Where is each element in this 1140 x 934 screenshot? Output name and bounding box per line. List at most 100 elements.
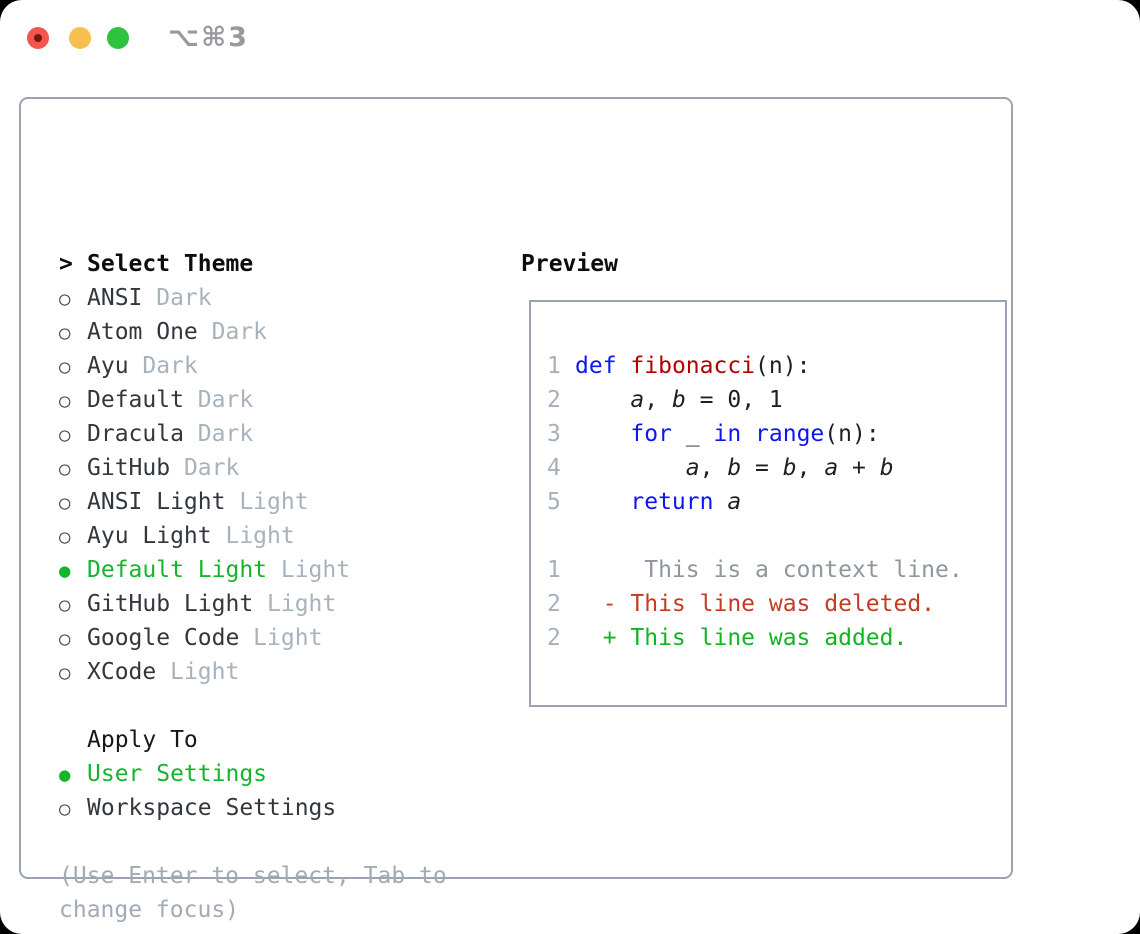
theme-option[interactable]: ○ XCode Light [59,655,499,689]
theme-variant-tag: Light [211,523,295,549]
code-token [575,489,630,515]
theme-option-label: ANSI Light [87,489,226,515]
spacer-row [59,825,499,859]
code-token: range [755,421,825,447]
theme-option[interactable]: ○Atom One Dark [59,315,499,349]
radio-unselected-icon: ○ [59,356,71,378]
code-token [617,353,631,379]
theme-option[interactable]: ○GitHub Dark [59,451,499,485]
theme-option[interactable]: ○ Ayu Light Light [59,519,499,553]
code-token: (n): [755,353,811,379]
code-token: , [699,455,728,481]
theme-variant-tag: Dark [183,421,254,447]
apply-to-option-label: User Settings [87,761,268,787]
theme-variant-tag: Light [253,591,337,617]
theme-option[interactable]: ● Default Light Light [59,553,499,587]
theme-option-label: Default Light [87,557,268,583]
apply-to-option[interactable]: ●User Settings [59,757,499,791]
theme-option-label: GitHub [87,455,171,481]
code-token: (n): [824,421,880,447]
code-token: b [782,455,797,481]
theme-option-label: Dracula [87,421,184,447]
theme-variant-tag: Dark [128,353,198,379]
radio-selected-icon: ● [59,560,71,582]
line-number: 1 [547,353,561,379]
theme-variant-tag: Light [239,625,323,651]
code-token [575,421,630,447]
code-token: + This line was added. [575,625,908,651]
radio-unselected-icon: ○ [59,662,71,684]
theme-option[interactable]: ○GitHub Light Light [59,587,499,621]
code-token: b [727,455,742,481]
preview-heading: Preview [521,251,618,277]
theme-picker-panel: >Select Theme ○ANSI Dark○Atom One Dark○A… [19,97,1013,923]
hint-text-line2: change focus) [59,897,240,923]
code-token: - This line was deleted. [575,591,936,617]
spacer-row [59,689,499,723]
code-line: 3 for _ in range(n): [547,417,1005,451]
theme-variant-tag: Light [267,557,351,583]
code-token: in [713,421,742,447]
theme-option-label: Atom One [87,319,198,345]
code-line: 1 This is a context line. [547,553,1005,587]
prompt-caret-icon: > [59,251,73,277]
theme-list: ○ANSI Dark○Atom One Dark○Ayu Dark○Defaul… [59,281,499,689]
code-token: a [824,455,839,481]
theme-option-label: GitHub Light [87,591,254,617]
minimize-button[interactable] [69,27,91,49]
theme-option[interactable]: ○Ayu Dark [59,349,499,383]
code-token [575,455,686,481]
code-token: a [727,489,742,515]
line-number: 5 [547,489,561,515]
radio-unselected-icon: ○ [59,424,71,446]
theme-option[interactable]: ○ANSI Dark [59,281,499,315]
line-number: 2 [547,625,561,651]
theme-picker-column: >Select Theme ○ANSI Dark○Atom One Dark○A… [59,247,499,927]
apply-to-option-label: Workspace Settings [87,795,337,821]
theme-variant-tag: Dark [142,285,212,311]
theme-option[interactable]: ○ANSI Light Light [59,485,499,519]
zoom-button[interactable] [107,27,129,49]
close-button[interactable] [27,27,49,49]
code-line: 4 a, b = b, a + b [547,451,1005,485]
code-token: b [671,387,686,413]
code-token [713,489,727,515]
apply-to-option[interactable]: ○Workspace Settings [59,791,499,825]
code-token: + [838,455,880,481]
unsaved-dot-icon [34,34,42,42]
radio-unselected-icon: ○ [59,288,71,310]
code-token: a [685,455,700,481]
code-line: 2 + This line was added. [547,621,1005,655]
apply-to-list: ●User Settings○Workspace Settings [59,757,499,825]
code-token: def [575,353,617,379]
apply-to-heading: Apply To [59,723,499,757]
hint-text-line1: (Use Enter to select, Tab to [59,863,447,889]
window-title: ⌥⌘3 [168,22,249,53]
code-token [575,387,630,413]
radio-unselected-icon: ○ [59,390,71,412]
apply-to-label: Apply To [87,727,198,753]
code-token: _ [671,421,714,447]
theme-option-label: Ayu Light [87,523,212,549]
theme-option[interactable]: ○Google Code Light [59,621,499,655]
titlebar: ⌥⌘3 [0,0,1140,76]
theme-option-label: XCode [87,659,157,685]
radio-unselected-icon: ○ [59,458,71,480]
theme-variant-tag: Dark [183,387,254,413]
select-theme-label: Select Theme [87,251,254,277]
line-number: 1 [547,557,561,583]
radio-unselected-icon: ○ [59,526,71,548]
line-number: 2 [547,387,561,413]
radio-unselected-icon: ○ [59,628,71,650]
code-blank-line [547,519,1005,553]
code-token: This is a context line. [575,557,963,583]
code-line: 5 return a [547,485,1005,519]
line-number: 4 [547,455,561,481]
theme-option[interactable]: ○Default Dark [59,383,499,417]
code-token: , [644,387,672,413]
theme-variant-tag: Light [156,659,240,685]
theme-option[interactable]: ○ Dracula Dark [59,417,499,451]
code-token: = 0, 1 [685,387,783,413]
